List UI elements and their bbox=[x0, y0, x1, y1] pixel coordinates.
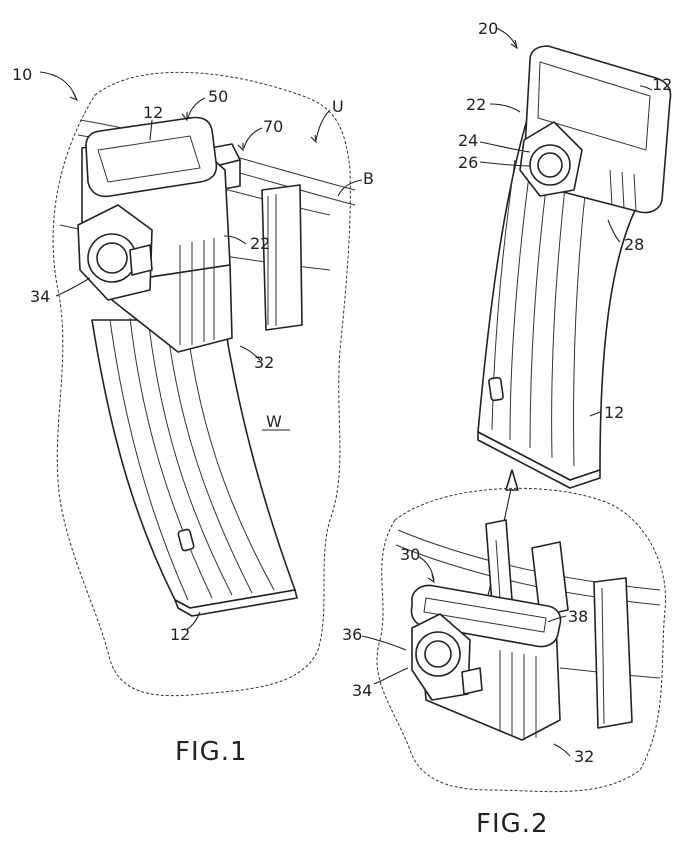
fig2-ref-20: 20 bbox=[478, 19, 498, 38]
fig1-ref-B: B bbox=[363, 169, 374, 188]
fig1-ref-12-bottom: 12 bbox=[170, 625, 190, 644]
figure-1: 10 12 50 70 U B 22 34 32 W 12 FIG.1 bbox=[12, 65, 374, 767]
fig1-ref-34: 34 bbox=[30, 287, 50, 306]
fig2-ref-28: 28 bbox=[624, 235, 644, 254]
fig1-caption: FIG.1 bbox=[175, 737, 248, 767]
fig2-ref-26: 26 bbox=[458, 153, 478, 172]
fig2-belt-keeper bbox=[594, 578, 632, 728]
figure-2: 20 12 22 24 26 28 12 30 38 36 34 32 FIG.… bbox=[342, 19, 672, 839]
fig2-ref-12-top: 12 bbox=[652, 75, 672, 94]
fig1-ref-U: U bbox=[332, 97, 344, 116]
fig1-ref-22: 22 bbox=[250, 234, 270, 253]
fig1-ref-50: 50 bbox=[208, 87, 228, 106]
fig2-ref-24: 24 bbox=[458, 131, 478, 150]
fig1-ref-32: 32 bbox=[254, 353, 274, 372]
fig2-ref-30: 30 bbox=[400, 545, 420, 564]
fig1-ref-W: W bbox=[266, 412, 282, 431]
fig1-ref-12-top: 12 bbox=[143, 103, 163, 122]
fig2-ref-36: 36 bbox=[342, 625, 362, 644]
fig2-ref-12-body: 12 bbox=[604, 403, 624, 422]
fig2-clip-left bbox=[486, 520, 512, 604]
fig2-caption: FIG.2 bbox=[476, 809, 549, 839]
fig2-ref-34: 34 bbox=[352, 681, 372, 700]
fig1-ref-70: 70 bbox=[263, 117, 283, 136]
fig2-ref-32: 32 bbox=[574, 747, 594, 766]
fig2-ref-22: 22 bbox=[466, 95, 486, 114]
fig1-ref-10: 10 bbox=[12, 65, 32, 84]
fig2-ref-38: 38 bbox=[568, 607, 588, 626]
